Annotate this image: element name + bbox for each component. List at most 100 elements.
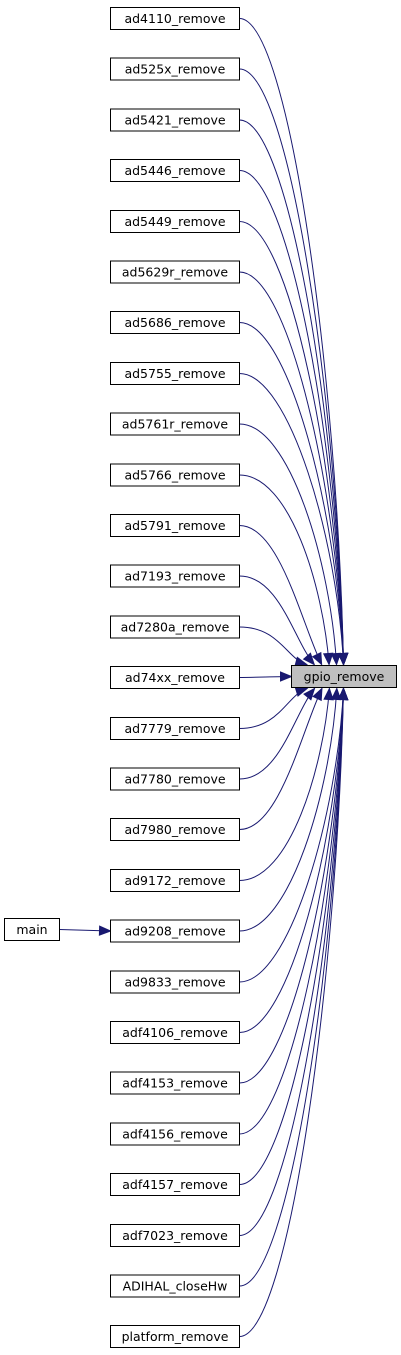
edge-line <box>239 525 323 665</box>
node-adf4156-remove[interactable]: adf4156_remove <box>110 1122 240 1146</box>
edge-arrowhead <box>302 652 316 666</box>
node-ad5629r-remove[interactable]: ad5629r_remove <box>110 260 240 284</box>
node-label: ad5791_remove <box>124 518 225 533</box>
edge-adf4157-remove-to-gpio-remove <box>239 687 349 1185</box>
edge-ad5755-remove-to-gpio-remove <box>239 373 349 666</box>
edge-ad9208-remove-to-gpio-remove <box>239 687 342 932</box>
edge-arrowhead <box>337 652 349 666</box>
edge-adihal-closehw-to-gpio-remove <box>239 687 349 1287</box>
node-label: adf4157_remove <box>122 1177 228 1192</box>
node-label: ad5686_remove <box>124 315 225 330</box>
edge-line <box>239 688 330 881</box>
node-label: main <box>16 922 47 937</box>
edge-line <box>239 688 344 983</box>
node-adf4157-remove[interactable]: adf4157_remove <box>110 1173 240 1196</box>
edge-arrowhead <box>311 651 323 666</box>
edge-line <box>239 688 344 1236</box>
node-label: ad5449_remove <box>124 214 225 229</box>
node-label: ad7780_remove <box>124 772 225 787</box>
edge-ad7779-remove-to-gpio-remove <box>239 686 309 729</box>
node-platform-remove[interactable]: platform_remove <box>110 1325 240 1348</box>
edge-line <box>239 688 344 1185</box>
node-ad4110-remove[interactable]: ad4110_remove <box>110 7 240 30</box>
node-label: ad9208_remove <box>124 924 225 939</box>
node-ad5766-remove[interactable]: ad5766_remove <box>110 463 240 487</box>
node-ad5421-remove[interactable]: ad5421_remove <box>110 108 240 132</box>
node-label: ad74xx_remove <box>125 670 225 685</box>
edge-line <box>239 575 315 665</box>
edge-ad5446-remove-to-gpio-remove <box>239 170 349 666</box>
node-ad5449-remove[interactable]: ad5449_remove <box>110 210 240 233</box>
node-ad74xx-remove[interactable]: ad74xx_remove <box>110 666 240 689</box>
edge-line <box>239 688 344 1135</box>
edge-arrowhead <box>312 687 323 702</box>
edge-ad9172-remove-to-gpio-remove <box>239 687 334 881</box>
edge-line <box>239 688 338 932</box>
edge-arrowhead <box>323 687 334 701</box>
node-ad7280a-remove[interactable]: ad7280a_remove <box>110 615 240 639</box>
node-ad7193-remove[interactable]: ad7193_remove <box>110 564 240 588</box>
edge-main-to-ad9208-remove <box>59 925 112 936</box>
node-adf4153-remove[interactable]: adf4153_remove <box>110 1071 240 1095</box>
edge-arrowhead <box>322 652 334 666</box>
node-ad9172-remove[interactable]: ad9172_remove <box>110 869 240 892</box>
node-label: ad5629r_remove <box>122 265 229 280</box>
node-label: adf7023_remove <box>122 1228 228 1243</box>
edge-arrowhead <box>98 925 112 936</box>
node-label: ad5766_remove <box>124 468 225 483</box>
node-label: adf4106_remove <box>122 1025 228 1040</box>
edge-line <box>239 688 344 1084</box>
edge-arrowhead <box>330 687 342 701</box>
node-ad525x-remove[interactable]: ad525x_remove <box>110 57 240 81</box>
node-label: ad7280a_remove <box>121 620 230 635</box>
edge-ad7280a-remove-to-gpio-remove <box>239 626 309 667</box>
node-main[interactable]: main <box>4 918 60 941</box>
node-ad5755-remove[interactable]: ad5755_remove <box>110 362 240 385</box>
node-ad7980-remove[interactable]: ad7980_remove <box>110 818 240 841</box>
edge-line <box>239 18 344 665</box>
node-ad5761r-remove[interactable]: ad5761r_remove <box>110 412 240 436</box>
edge-line <box>239 373 344 665</box>
edge-line <box>239 688 315 780</box>
edge-ad5791-remove-to-gpio-remove <box>239 525 323 666</box>
node-ad9833-remove[interactable]: ad9833_remove <box>110 970 240 994</box>
edge-ad5761r-remove-to-gpio-remove <box>239 423 342 666</box>
edge-arrowhead <box>330 652 342 666</box>
edge-adf4153-remove-to-gpio-remove <box>239 687 349 1084</box>
edge-line <box>239 322 344 665</box>
node-ad5791-remove[interactable]: ad5791_remove <box>110 514 240 537</box>
edge-line <box>239 119 344 665</box>
node-adf7023-remove[interactable]: adf7023_remove <box>110 1224 240 1247</box>
node-ad7780-remove[interactable]: ad7780_remove <box>110 767 240 791</box>
edge-ad74xx-remove-to-gpio-remove <box>239 671 293 682</box>
node-adihal-closehw[interactable]: ADIHAL_closeHw <box>110 1274 240 1298</box>
edge-ad7980-remove-to-gpio-remove <box>239 687 323 830</box>
node-label: ad4110_remove <box>124 11 225 26</box>
edge-line <box>239 688 344 1337</box>
node-label: ad7980_remove <box>124 822 225 837</box>
node-ad5446-remove[interactable]: ad5446_remove <box>110 159 240 182</box>
node-label: ad7779_remove <box>124 721 225 736</box>
node-label: ad5421_remove <box>124 113 225 128</box>
edge-ad5629r-remove-to-gpio-remove <box>239 271 349 666</box>
edge-arrowhead <box>303 687 316 701</box>
node-label: ad5755_remove <box>124 366 225 381</box>
node-label: adf4153_remove <box>122 1076 228 1091</box>
node-label: ad9833_remove <box>124 975 225 990</box>
node-gpio-remove[interactable]: gpio_remove <box>291 665 397 688</box>
node-label: ad525x_remove <box>125 62 226 77</box>
edge-platform-remove-to-gpio-remove <box>239 687 349 1337</box>
edge-line <box>239 474 330 665</box>
node-label: gpio_remove <box>304 669 385 684</box>
node-ad7779-remove[interactable]: ad7779_remove <box>110 717 240 740</box>
edges <box>59 18 349 1337</box>
edge-line <box>239 688 344 1287</box>
node-ad9208-remove[interactable]: ad9208_remove <box>110 919 240 943</box>
edge-arrowhead <box>338 687 349 701</box>
edge-line <box>239 423 338 665</box>
node-ad5686-remove[interactable]: ad5686_remove <box>110 311 240 334</box>
node-label: ad7193_remove <box>124 569 225 584</box>
node-adf4106-remove[interactable]: adf4106_remove <box>110 1021 240 1044</box>
edge-ad7780-remove-to-gpio-remove <box>239 687 316 780</box>
edge-line <box>239 221 344 665</box>
